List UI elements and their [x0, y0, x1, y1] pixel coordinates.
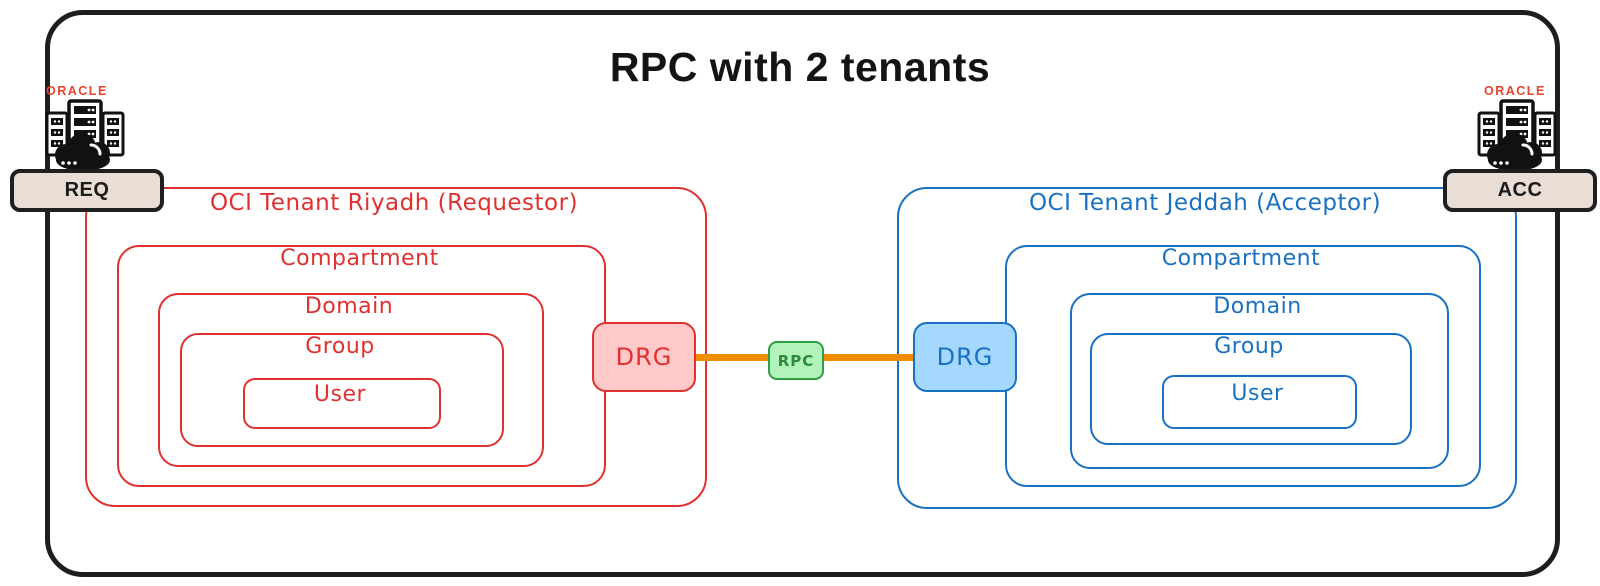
jeddah-group-box	[1090, 333, 1412, 445]
jeddah-compartment-label: Compartment	[1161, 246, 1321, 271]
riyadh-domain-box	[158, 293, 544, 467]
oracle-wordmark-left: ORACLE	[46, 84, 108, 98]
riyadh-group-box	[180, 333, 504, 447]
oracle-wordmark-right: ORACLE	[1484, 84, 1546, 98]
diagram-title: RPC with 2 tenants	[609, 44, 991, 90]
tenant-jeddah-label: OCI Tenant Jeddah (Acceptor)	[1028, 190, 1382, 216]
outer-frame	[45, 10, 1560, 577]
riyadh-compartment-label: Compartment	[280, 246, 439, 271]
tenant-riyadh-label: OCI Tenant Riyadh (Requestor)	[209, 190, 579, 216]
datacenter-cloud-icon	[1477, 99, 1557, 171]
acceptor-badge: ACC	[1443, 169, 1597, 212]
jeddah-group-label: Group	[1214, 334, 1284, 359]
jeddah-user-box	[1162, 375, 1357, 429]
drg-node-jeddah: DRG	[913, 322, 1017, 392]
riyadh-user-box	[243, 378, 441, 429]
tenant-riyadh-box	[85, 187, 707, 507]
jeddah-domain-label: Domain	[1213, 294, 1302, 319]
jeddah-domain-box	[1070, 293, 1449, 469]
riyadh-user-label: User	[313, 382, 367, 407]
datacenter-cloud-icon	[45, 99, 125, 171]
rpc-connector-node: RPC	[768, 341, 824, 380]
riyadh-group-label: Group	[305, 334, 375, 359]
requestor-badge: REQ	[10, 169, 164, 212]
tenant-jeddah-box	[897, 187, 1517, 509]
riyadh-domain-label: Domain	[304, 294, 394, 319]
jeddah-user-label: User	[1231, 381, 1284, 406]
drg-node-riyadh: DRG	[592, 322, 696, 392]
